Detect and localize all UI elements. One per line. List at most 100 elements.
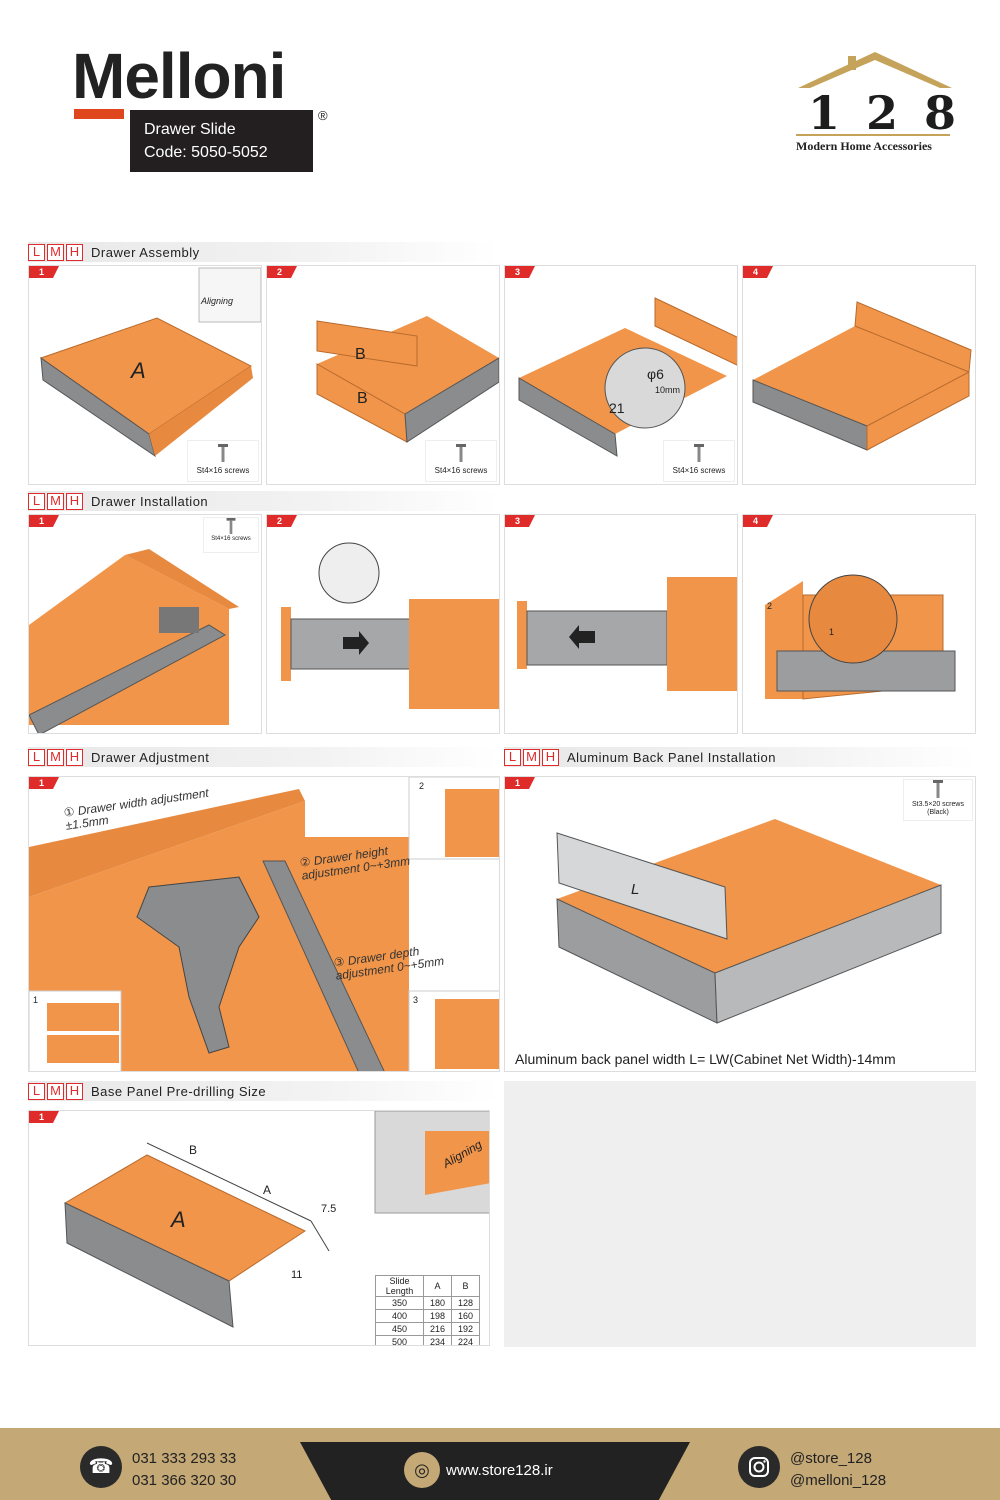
- base-panel-illustration: [63, 1111, 489, 1328]
- slide-insert-illustration: [281, 542, 499, 709]
- section-title: Base Panel Pre-drilling Size: [91, 1083, 267, 1099]
- assembly-step-1: 1 A Aligning St4×16 screws: [28, 265, 262, 485]
- assembly-step-2: 2 B B St4×16 screws: [266, 265, 500, 485]
- step-number-2: 2: [767, 601, 773, 611]
- slide-length-table: Slide Length A B 350 180 128 400 198 160…: [375, 1275, 480, 1345]
- store-logo-line: [796, 134, 950, 136]
- panel-letter-b-front: B: [357, 390, 368, 407]
- screw-callout: St4×16 screws: [187, 440, 259, 482]
- screw-callout: St3.5×20 screws (Black): [903, 779, 973, 821]
- step-badge: 1: [29, 266, 59, 278]
- table-row: 500 234 224: [375, 1335, 480, 1345]
- step-badge: 1: [29, 777, 59, 789]
- section-title: Drawer Installation: [91, 493, 209, 509]
- house-roof-icon: [798, 52, 952, 88]
- inset-number: 3: [413, 995, 419, 1005]
- section-title: Drawer Assembly: [91, 244, 200, 260]
- step-badge: 4: [743, 266, 773, 278]
- website-link[interactable]: www.store128.ir: [446, 1462, 553, 1479]
- table-header-row: Slide Length A B: [375, 1275, 480, 1297]
- table-row: 450 216 192: [375, 1322, 480, 1336]
- drawer-frame-detail-illustration: [518, 297, 737, 457]
- phone-numbers: 031 333 293 33 031 366 320 30: [132, 1448, 236, 1492]
- screw-icon: [694, 444, 704, 462]
- step-badge: 2: [267, 515, 297, 527]
- dim-phi6: φ6: [647, 366, 664, 382]
- panel-letter-a: A: [131, 358, 146, 383]
- step-badge: 1: [29, 515, 59, 527]
- section-title: Drawer Adjustment: [91, 749, 210, 765]
- installation-step-1: 1 St4×16 screws: [28, 514, 262, 734]
- dim-a-top: A: [263, 1183, 272, 1197]
- installation-step-3: 3: [504, 514, 738, 734]
- installation-step-4: 4 2 1: [742, 514, 976, 734]
- back-panel-illustration: [556, 819, 942, 1024]
- screw-callout: St4×16 screws: [663, 440, 735, 482]
- globe-icon: ◎: [404, 1452, 440, 1488]
- store-logo-number: 128: [808, 86, 983, 140]
- brand-accent-bar: [74, 109, 124, 119]
- adjustment-illustration: [29, 777, 499, 1071]
- assembled-drawer-illustration: [752, 301, 972, 451]
- panel-letter-b-top: B: [355, 346, 366, 363]
- aligning-label: Aligning: [201, 296, 234, 306]
- registered-mark: ®: [318, 108, 328, 123]
- step-badge: 4: [743, 515, 773, 527]
- screw-callout: St4×16 screws: [203, 517, 259, 553]
- product-info-box: Drawer Slide Code: 5050-5052: [130, 110, 313, 172]
- phone-2[interactable]: 031 366 320 30: [132, 1472, 237, 1489]
- slide-mount-illustration: [29, 549, 239, 733]
- phone-1[interactable]: 031 333 293 33: [132, 1450, 237, 1467]
- slide-extend-illustration: [517, 577, 737, 691]
- screw-icon: [218, 444, 228, 462]
- installation-step-2: 2: [266, 514, 500, 734]
- panel-letter-l: L: [631, 881, 640, 898]
- step-badge: 1: [505, 777, 535, 789]
- screw-icon: [456, 444, 466, 462]
- phone-icon: ☎: [80, 1446, 122, 1488]
- store-logo-tagline: Modern Home Accessories: [796, 139, 932, 153]
- step-badge: 3: [505, 266, 535, 278]
- dim-7-5: 7.5: [321, 1203, 337, 1215]
- instagram-handles: @store_128 @melloni_128: [790, 1448, 886, 1492]
- inset-number: 2: [419, 781, 425, 791]
- predrilling-panel: 1 B A A 7.5 11 Aligning Slide Length A B…: [28, 1110, 490, 1346]
- assembly-step-4: 4: [742, 265, 976, 485]
- instagram-icon: [738, 1446, 780, 1488]
- screw-icon: [933, 780, 943, 798]
- inset-number: 1: [33, 995, 39, 1005]
- step-badge: 2: [267, 266, 297, 278]
- instagram-2[interactable]: @melloni_128: [790, 1472, 887, 1489]
- adjustment-panel: 1 ① Drawer width adjustment ±1.5mm ② Dra…: [28, 776, 500, 1072]
- dim-11: 11: [291, 1269, 303, 1281]
- dim-b: B: [189, 1143, 198, 1157]
- table-row: 400 198 160: [375, 1309, 480, 1323]
- panel-letter-a: A: [171, 1207, 186, 1232]
- product-line: Drawer Slide: [144, 121, 236, 138]
- product-code: Code: 5050-5052: [144, 144, 268, 161]
- dim-21: 21: [609, 400, 625, 416]
- empty-grey-area: [504, 1081, 976, 1347]
- footer-center-band: [300, 1442, 690, 1500]
- instagram-1[interactable]: @store_128: [790, 1450, 872, 1467]
- table-row: 350 180 128: [375, 1296, 480, 1310]
- step-badge: 1: [29, 1111, 59, 1123]
- back-panel-caption: Aluminum back panel width L= LW(Cabinet …: [515, 1051, 896, 1067]
- screw-icon: [226, 518, 236, 534]
- screw-callout: St4×16 screws: [425, 440, 497, 482]
- brand-wordmark: Melloni: [72, 40, 286, 112]
- drawer-release-illustration: [765, 574, 956, 700]
- dim-10mm: 10mm: [655, 385, 681, 395]
- section-title: Aluminum Back Panel Installation: [567, 749, 776, 765]
- back-panel-panel: 1 L St3.5×20 screws (Black) Aluminum bac…: [504, 776, 976, 1072]
